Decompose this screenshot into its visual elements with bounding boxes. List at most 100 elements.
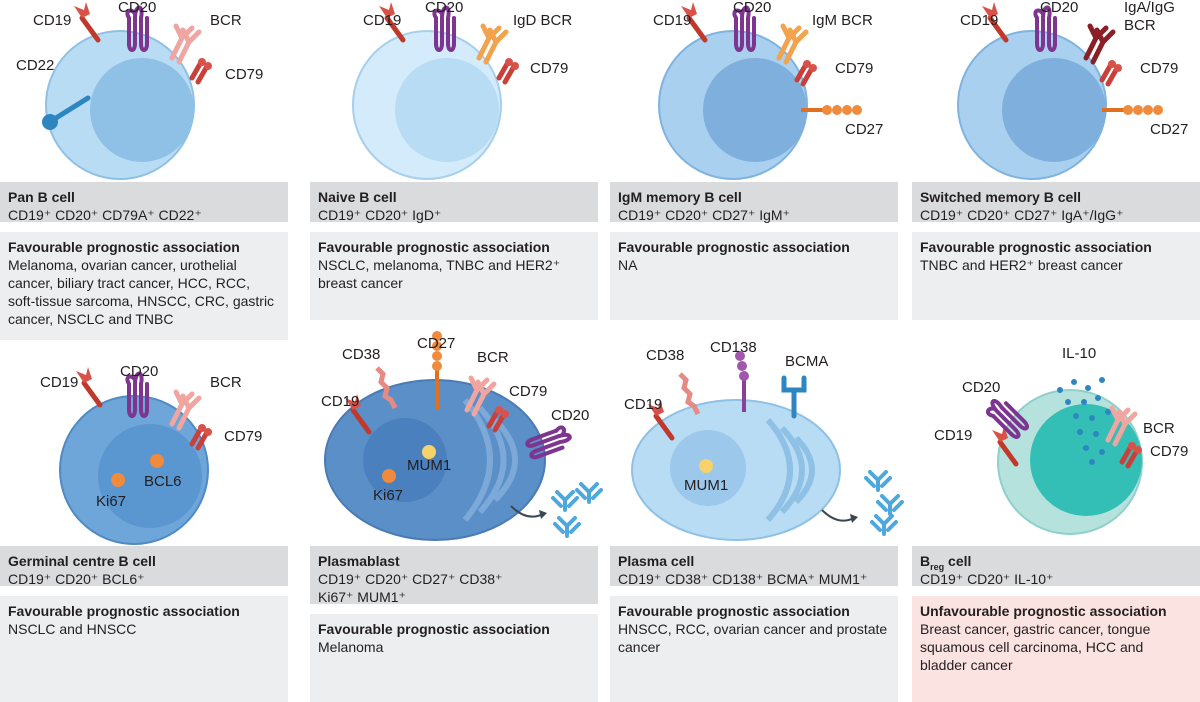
germinal-centre-b-cell-association: Favourable prognostic association NSCLC … xyxy=(0,596,288,702)
bcr-label: BCR xyxy=(1143,420,1175,437)
cd19-label: CD19 xyxy=(321,393,359,410)
association-text: NSCLC and HNSCC xyxy=(8,621,137,637)
cd22-receptor-icon xyxy=(42,95,91,130)
association-title: Favourable prognostic association xyxy=(618,239,850,255)
igm-memory-b-cell-header: IgM memory B cell CD19⁺ CD20⁺ CD27⁺ IgM⁺ xyxy=(610,182,898,223)
bcma-label: BCMA xyxy=(785,353,828,370)
association-title: Favourable prognostic association xyxy=(318,621,550,637)
cell-name-sub: reg xyxy=(930,561,945,572)
igd-bcr-label: IgD BCR xyxy=(513,12,572,29)
switched-memory-b-cell-header: Switched memory B cell CD19⁺ CD20⁺ CD27⁺… xyxy=(912,182,1200,223)
pan-b-cell-illustration: CD19 CD20 BCR CD22 CD79 xyxy=(16,0,263,180)
cd79-label: CD79 xyxy=(530,60,568,77)
plasmablast-header: Plasmablast CD19⁺ CD20⁺ CD27⁺ CD38⁺ Ki67… xyxy=(310,546,598,605)
cell-name: Pan B cell xyxy=(8,189,75,205)
cd20-label: CD20 xyxy=(118,0,156,16)
cell-markers: CD19⁺ CD20⁺ BCL6⁺ xyxy=(8,571,145,587)
cd79-label: CD79 xyxy=(225,66,263,83)
cd38-receptor-icon xyxy=(678,372,701,416)
igm-memory-b-cell-association: Favourable prognostic association NA xyxy=(610,232,898,320)
cell-name: Plasma cell xyxy=(618,553,695,569)
cd27-label: CD27 xyxy=(417,335,455,352)
plasma-cell-header: Plasma cell CD19⁺ CD38⁺ CD138⁺ BCMA⁺ MUM… xyxy=(610,546,898,587)
cd79-label: CD79 xyxy=(509,383,547,400)
igm-bcr-label: IgM BCR xyxy=(812,12,873,29)
cell-markers: CD19⁺ CD38⁺ CD138⁺ BCMA⁺ MUM1⁺ xyxy=(618,571,868,587)
cd138-receptor-icon xyxy=(735,351,749,412)
cd138-label: CD138 xyxy=(710,339,757,356)
bcl6-label: BCL6 xyxy=(144,473,182,490)
cell-name: IgM memory B cell xyxy=(618,189,742,205)
plasmablast-association: Favourable prognostic association Melano… xyxy=(310,614,598,702)
association-text: TNBC and HER2⁺ breast cancer xyxy=(920,257,1123,273)
cd19-label: CD19 xyxy=(40,374,78,391)
cd79-label: CD79 xyxy=(835,60,873,77)
association-text: Melanoma xyxy=(318,639,384,655)
cd20-label: CD20 xyxy=(733,0,771,16)
cd19-label: CD19 xyxy=(33,12,71,29)
cell-markers: CD19⁺ CD20⁺ IgD⁺ xyxy=(318,207,442,223)
breg-cell-association: Unfavourable prognostic association Brea… xyxy=(912,596,1200,702)
ki67-label: Ki67 xyxy=(373,487,403,504)
cd19-label: CD19 xyxy=(960,12,998,29)
germinal-centre-b-cell-header: Germinal centre B cell CD19⁺ CD20⁺ BCL6⁺ xyxy=(0,546,288,587)
cd20-label: CD20 xyxy=(551,407,589,424)
association-text: NSCLC, melanoma, TNBC and HER2⁺ breast c… xyxy=(318,257,561,291)
cell-name: Switched memory B cell xyxy=(920,189,1082,205)
cell-markers: CD19⁺ CD20⁺ CD79A⁺ CD22⁺ xyxy=(8,207,202,223)
cd38-label: CD38 xyxy=(342,346,380,363)
bcl6-dot xyxy=(150,454,164,468)
cd38-label: CD38 xyxy=(646,347,684,364)
cd79-label: CD79 xyxy=(224,428,262,445)
naive-b-cell-header: Naive B cell CD19⁺ CD20⁺ IgD⁺ xyxy=(310,182,598,223)
switched-memory-b-cell-illustration: CD19 CD20 IgA/IgG BCR CD79 CD27 xyxy=(957,0,1188,180)
ki67-dot xyxy=(382,469,396,483)
il10-dots-icon xyxy=(1057,377,1111,465)
cd38-receptor-icon xyxy=(375,366,398,410)
mum1-dot xyxy=(699,459,713,473)
association-text: HNSCC, RCC, ovarian cancer and prostate … xyxy=(618,621,888,655)
iga-igg-label: IgA/IgG xyxy=(1124,0,1175,16)
cell-markers: CD19⁺ CD20⁺ CD27⁺ CD38⁺ Ki67⁺ MUM1⁺ xyxy=(318,571,503,605)
association-text: Breast cancer, gastric cancer, tongue sq… xyxy=(920,621,1151,673)
cell-name: Germinal centre B cell xyxy=(8,553,156,569)
igm-memory-b-cell-illustration: CD19 CD20 IgM BCR CD79 CD27 xyxy=(653,0,883,180)
ki67-label: Ki67 xyxy=(96,493,126,510)
cell-name-rest: cell xyxy=(944,553,972,569)
cd79-label: CD79 xyxy=(1140,60,1178,77)
bcr-label: BCR xyxy=(477,349,509,366)
il10-label: IL-10 xyxy=(1062,345,1096,362)
cell-name-main: B xyxy=(920,553,931,569)
pan-b-cell-header: Pan B cell CD19⁺ CD20⁺ CD79A⁺ CD22⁺ xyxy=(0,182,288,223)
cell-name: Breg cell xyxy=(920,552,1192,572)
plasmablast-illustration: CD38 CD27 BCR CD19 CD79 CD20 MUM1 Ki67 xyxy=(321,331,603,541)
association-title: Favourable prognostic association xyxy=(318,239,550,255)
switched-memory-b-cell-association: Favourable prognostic association TNBC a… xyxy=(912,232,1200,320)
bcr-label: BCR xyxy=(1124,17,1156,34)
cd20-label: CD20 xyxy=(962,379,1000,396)
bcr-label: BCR xyxy=(210,12,242,29)
association-title: Favourable prognostic association xyxy=(8,603,240,619)
cd27-receptor-icon xyxy=(432,331,442,410)
plasma-cell-illustration: CD38 CD138 BCMA CD19 MUM1 xyxy=(624,339,904,541)
pan-b-cell-association: Favourable prognostic association Melano… xyxy=(0,232,288,340)
breg-cell-header: Breg cell CD19⁺ CD20⁺ IL-10⁺ xyxy=(912,546,1200,587)
mum1-label: MUM1 xyxy=(407,457,451,474)
cell-markers: CD19⁺ CD20⁺ CD27⁺ IgM⁺ xyxy=(618,207,790,223)
cd20-label: CD20 xyxy=(425,0,463,16)
cd19-label: CD19 xyxy=(653,12,691,29)
cd22-label: CD22 xyxy=(16,57,54,74)
germinal-centre-b-cell-illustration: CD19 CD20 BCR CD79 Ki67 BCL6 xyxy=(40,363,262,545)
cd20-label: CD20 xyxy=(1040,0,1078,16)
association-text: Melanoma, ovarian cancer, urothelial can… xyxy=(8,257,275,327)
ki67-dot xyxy=(111,473,125,487)
association-title: Unfavourable prognostic association xyxy=(920,603,1167,619)
association-title: Favourable prognostic association xyxy=(920,239,1152,255)
cd19-label: CD19 xyxy=(363,12,401,29)
bcr-label: BCR xyxy=(210,374,242,391)
mum1-dot xyxy=(422,445,436,459)
bcma-receptor-icon xyxy=(781,375,807,419)
cd19-label: CD19 xyxy=(934,427,972,444)
association-title: Favourable prognostic association xyxy=(8,239,240,255)
cd27-label: CD27 xyxy=(845,121,883,138)
